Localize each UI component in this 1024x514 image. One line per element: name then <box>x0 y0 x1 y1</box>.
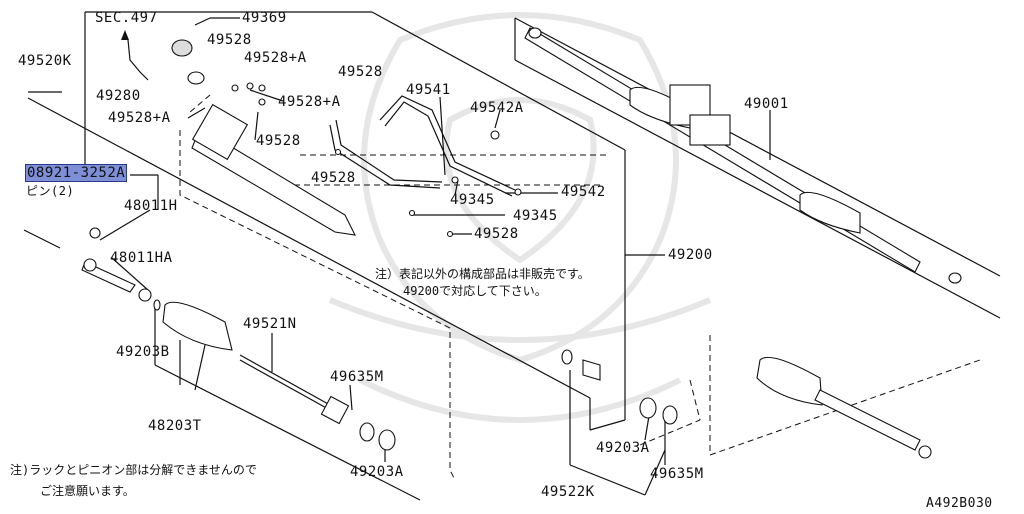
label-part-49542A[interactable]: 49542A <box>470 100 524 116</box>
label-pin: ピン(2) <box>26 184 75 198</box>
diagram-code: A492B030 <box>926 496 993 511</box>
label-part-49528-a[interactable]: 49528 <box>207 32 252 48</box>
label-part-49528A-c[interactable]: 49528+A <box>278 94 341 110</box>
exploded-parts <box>81 227 932 459</box>
frame-lines <box>23 11 1001 431</box>
label-part-49522K[interactable]: 49522K <box>541 484 595 500</box>
label-part-49280[interactable]: 49280 <box>96 88 141 104</box>
note-1-line-1: 注）表記以外の構成部品は非販売です。 <box>375 267 590 281</box>
label-part-08921-highlighted[interactable]: 08921-3252A <box>24 164 128 182</box>
label-part-49635M-a[interactable]: 49635M <box>330 369 384 385</box>
label-part-49542[interactable]: 49542 <box>561 184 606 200</box>
leader-lines <box>99 17 771 501</box>
note-1-line-2: 49200で対応して下さい。 <box>403 284 547 298</box>
label-part-49345-a[interactable]: 49345 <box>450 192 495 208</box>
watermark-emblem <box>328 12 712 423</box>
label-part-49369[interactable]: 49369 <box>242 10 287 26</box>
label-part-49528-b[interactable]: 49528 <box>256 133 301 149</box>
label-part-49203A-a[interactable]: 49203A <box>350 464 404 480</box>
note-2-line-2: ご注意願います。 <box>40 484 135 498</box>
label-part-49200[interactable]: 49200 <box>668 247 713 263</box>
label-part-48203T[interactable]: 48203T <box>148 418 202 434</box>
label-part-49203B[interactable]: 49203B <box>116 344 170 360</box>
label-part-49521N[interactable]: 49521N <box>243 316 297 332</box>
rack-assembly-upper <box>121 30 356 236</box>
label-part-49528A-a[interactable]: 49528+A <box>244 50 307 66</box>
label-part-49203A-b[interactable]: 49203A <box>596 440 650 456</box>
label-part-49520K[interactable]: 49520K <box>18 53 72 69</box>
label-part-48011H[interactable]: 48011H <box>124 198 178 214</box>
label-part-49528-c[interactable]: 49528 <box>338 64 383 80</box>
label-sec497[interactable]: SEC.497 <box>95 10 158 26</box>
hydraulic-pipes <box>329 95 522 238</box>
label-part-49001[interactable]: 49001 <box>744 96 789 112</box>
label-part-49541[interactable]: 49541 <box>406 82 451 98</box>
label-part-49528-e[interactable]: 49528 <box>474 226 519 242</box>
label-part-48011HA[interactable]: 48011HA <box>110 250 173 266</box>
rack-assembly-right <box>524 27 962 284</box>
label-part-49635M-b[interactable]: 49635M <box>650 466 704 482</box>
label-part-49345-b[interactable]: 49345 <box>513 208 558 224</box>
note-2-line-1: 注)ラックとピニオン部は分解できませんので <box>10 463 257 477</box>
label-part-49528A-b[interactable]: 49528+A <box>108 110 171 126</box>
label-part-49528-d[interactable]: 49528 <box>311 170 356 186</box>
